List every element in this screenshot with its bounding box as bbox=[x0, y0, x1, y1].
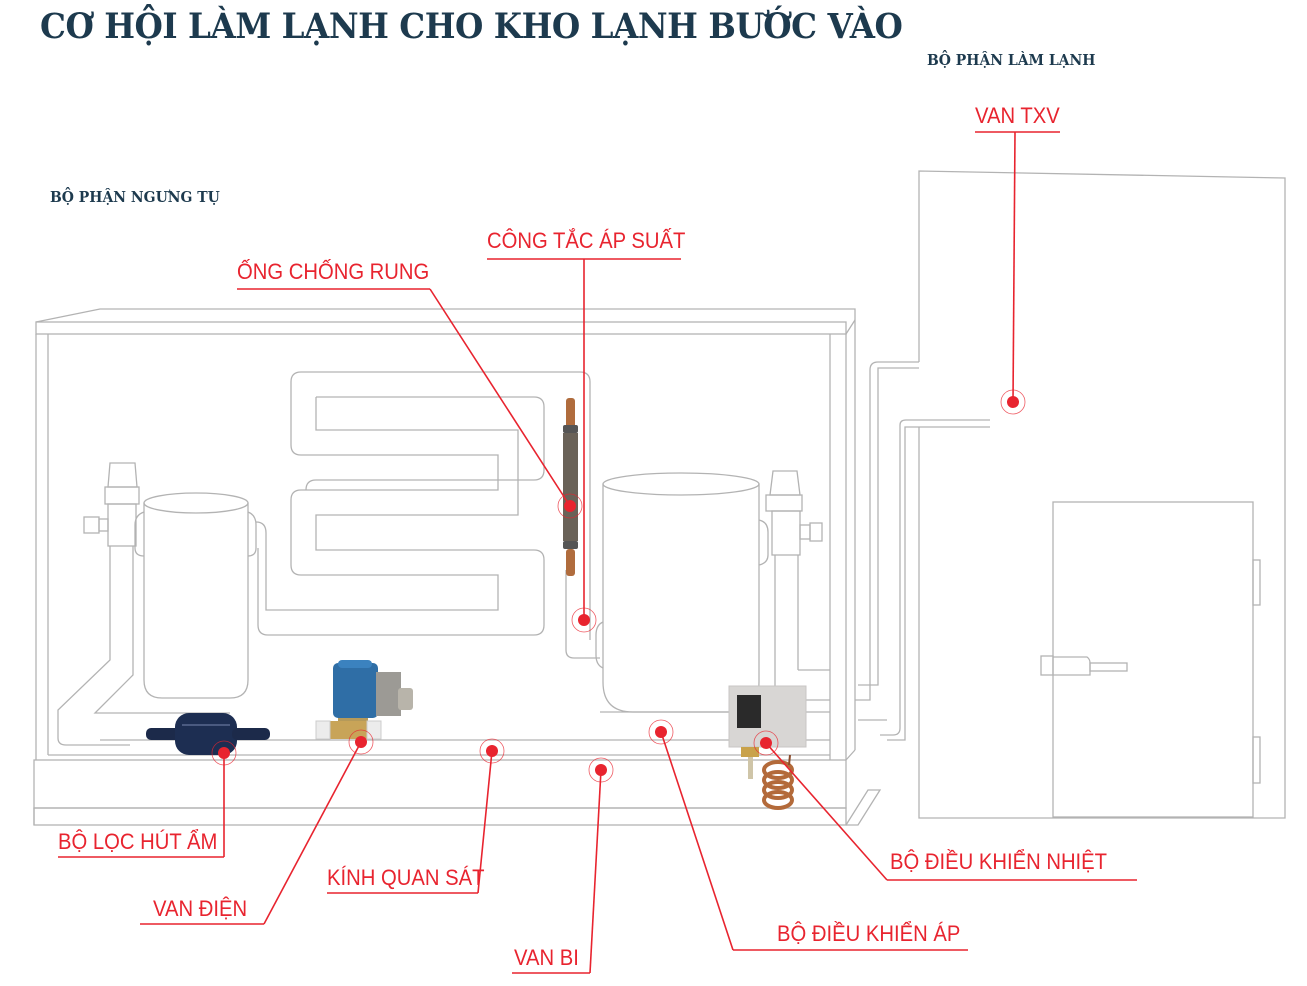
condenser-coil bbox=[255, 371, 600, 659]
condensing-unit-heading: BỘ PHẬN NGƯNG TỤ bbox=[50, 188, 220, 206]
page-title: CƠ HỘI LÀM LẠNH CHO KHO LẠNH BƯỚC VÀO bbox=[40, 6, 903, 47]
callout-leader-line bbox=[765, 742, 888, 881]
marker-ring bbox=[571, 607, 597, 633]
callout-leader-line bbox=[477, 750, 493, 894]
marker-ring bbox=[1000, 389, 1026, 415]
callout-label-van-dien: VAN ĐIỆN bbox=[153, 896, 248, 921]
component-illustrations bbox=[146, 398, 807, 810]
callout-label-cong-tac-ap-suat: CÔNG TẮC ÁP SUẤT bbox=[487, 228, 686, 253]
callout-van-dien bbox=[140, 729, 374, 925]
callout-leader-line bbox=[1012, 131, 1016, 403]
callout-leader-line bbox=[589, 769, 602, 974]
marker-dot[interactable] bbox=[564, 500, 576, 512]
marker-dot[interactable] bbox=[1007, 396, 1019, 408]
marker-ring bbox=[753, 730, 779, 756]
marker-dot[interactable] bbox=[578, 614, 590, 626]
marker-ring bbox=[648, 719, 674, 745]
callout-label-van-bi: VAN BI bbox=[514, 945, 579, 970]
callout-leader-line bbox=[429, 288, 571, 507]
callout-label-bo-dieu-khien-ap: BỘ ĐIỀU KHIỂN ÁP bbox=[777, 921, 961, 946]
callout-label-ong-chong-rung: ỐNG CHỐNG RUNG bbox=[237, 259, 430, 284]
right-compressor bbox=[100, 470, 830, 741]
callout-leader-line bbox=[660, 731, 734, 951]
callout-bo-dieu-khien-ap bbox=[648, 719, 968, 951]
marker-ring bbox=[348, 729, 374, 755]
callout-van-bi bbox=[512, 757, 614, 974]
condensing-unit-cabinet bbox=[33, 308, 882, 826]
solenoid-valve bbox=[315, 660, 413, 740]
marker-dot[interactable] bbox=[218, 747, 230, 759]
cold-room-door bbox=[1040, 501, 1261, 818]
callout-bo-loc-hut-am bbox=[58, 740, 237, 858]
callout-label-bo-loc-hut-am: BỘ LỌC HÚT ẨM bbox=[58, 829, 218, 854]
vibration-eliminator bbox=[563, 398, 578, 576]
callout-ong-chong-rung bbox=[237, 288, 583, 519]
evaporator-unit-heading: BỘ PHẬN LÀM LẠNH bbox=[927, 51, 1096, 69]
refrigerant-lines bbox=[855, 361, 990, 741]
marker-dot[interactable] bbox=[655, 726, 667, 738]
callout-leader-line bbox=[263, 741, 362, 925]
callout-layer bbox=[58, 131, 1137, 974]
cold-room bbox=[918, 170, 1286, 819]
filter-drier bbox=[146, 713, 270, 755]
callout-kinh-quan-sat bbox=[327, 738, 505, 894]
marker-ring bbox=[211, 740, 237, 766]
marker-dot[interactable] bbox=[355, 736, 367, 748]
callout-cong-tac-ap-suat bbox=[487, 258, 681, 633]
marker-dot[interactable] bbox=[486, 745, 498, 757]
outline-drawing bbox=[33, 170, 1286, 826]
callout-van-txv bbox=[975, 131, 1060, 415]
callout-label-kinh-quan-sat: KÍNH QUAN SÁT bbox=[327, 865, 485, 890]
marker-dot[interactable] bbox=[760, 737, 772, 749]
callout-bo-dieu-khien-nhiet bbox=[753, 730, 1137, 881]
pressure-control bbox=[728, 685, 807, 810]
marker-dot[interactable] bbox=[595, 764, 607, 776]
marker-ring bbox=[479, 738, 505, 764]
marker-ring bbox=[588, 757, 614, 783]
callout-label-bo-dieu-khien-nhiet: BỘ ĐIỀU KHIỂN NHIỆT bbox=[890, 849, 1108, 874]
left-compressor bbox=[57, 462, 257, 746]
callout-label-van-txv: VAN TXV bbox=[975, 103, 1060, 128]
marker-ring bbox=[557, 493, 583, 519]
